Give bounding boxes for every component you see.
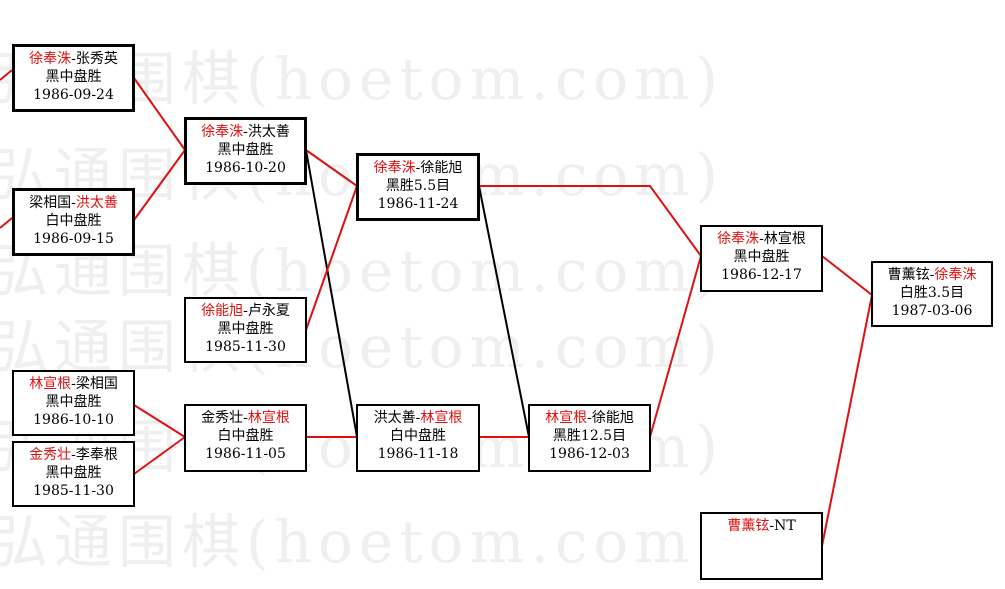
game-box-g12[interactable]: 曹薰铉-徐奉洙 白胜3.5目 1987-03-06 (871, 261, 993, 327)
game-box-g2[interactable]: 梁相国-洪太善 白中盘胜 1986-09-15 (12, 188, 135, 256)
game-result: 黑胜5.5目 (385, 178, 451, 194)
player-2: 徐能旭 (420, 160, 463, 176)
separator: - (243, 303, 248, 319)
game-date: 1986-11-24 (377, 196, 459, 212)
connector-g8-g10 (478, 185, 530, 438)
connector-g5-g7 (133, 404, 186, 438)
player-1: 金秀壮 (29, 447, 72, 463)
game-box-g9[interactable]: 洪太善-林宣根 白中盘胜 1986-11-18 (356, 404, 480, 472)
player-1: 徐奉洙 (717, 231, 760, 247)
game-date: 1987-03-06 (891, 303, 973, 319)
game-result: 黑中盘胜 (45, 394, 102, 410)
separator: - (71, 195, 76, 211)
connector-g10-g11 (649, 255, 702, 438)
player-2: NT (774, 518, 796, 534)
player-2: 林宣根 (763, 231, 806, 247)
player-2: 张秀英 (75, 51, 118, 67)
player-1: 梁相国 (29, 195, 72, 211)
game-result: 黑胜12.5目 (552, 428, 627, 444)
game-box-g11[interactable]: 徐奉洙-林宣根 黑中盘胜 1986-12-17 (700, 225, 823, 292)
game-date: 1986-10-10 (33, 412, 114, 428)
separator: - (71, 51, 76, 67)
player-2: 林宣根 (247, 410, 290, 426)
connector-g2-g3 (133, 149, 186, 221)
game-result: 黑中盘胜 (45, 69, 102, 85)
game-box-g10[interactable]: 林宣根-徐能旭 黑胜12.5目 1986-12-03 (528, 404, 651, 472)
player-2: 洪太善 (247, 124, 290, 140)
separator: - (587, 410, 592, 426)
game-box-g1[interactable]: 徐奉洙-张秀英 黑中盘胜 1986-09-24 (12, 44, 135, 112)
player-1: 金秀壮 (201, 410, 244, 426)
player-2: 林宣根 (420, 410, 463, 426)
separator: - (415, 410, 421, 426)
game-box-g4[interactable]: 徐能旭-卢永夏 黑中盘胜 1985-11-30 (184, 297, 307, 363)
game-date: 1985-11-30 (205, 339, 286, 355)
player-2: 徐能旭 (591, 410, 634, 426)
game-date: 1986-11-18 (377, 446, 459, 462)
player-2: 梁相国 (75, 376, 118, 392)
player-1: 林宣根 (545, 410, 588, 426)
player-1: 徐奉洙 (201, 124, 244, 140)
player-1: 徐能旭 (201, 303, 244, 319)
connector-g4-g8 (305, 185, 358, 331)
game-date: 1986-10-20 (205, 160, 286, 176)
separator: - (243, 410, 248, 426)
connector-g11-g12 (821, 255, 873, 296)
player-2: 洪太善 (75, 195, 118, 211)
game-date: 1986-12-17 (721, 267, 802, 283)
separator: - (415, 160, 421, 176)
game-date: 1986-12-03 (549, 446, 630, 462)
game-result: 白中盘胜 (390, 428, 446, 444)
game-result: 黑中盘胜 (45, 465, 102, 481)
player-1: 曹薰铉 (887, 267, 930, 283)
game-result: 白中盘胜 (45, 213, 102, 229)
game-result: 黑中盘胜 (217, 142, 274, 158)
game-result: 黑中盘胜 (217, 321, 274, 337)
player-1: 林宣根 (29, 376, 72, 392)
player-2: 卢永夏 (247, 303, 290, 319)
connector-g13-g12 (821, 294, 873, 547)
game-result: 黑中盘胜 (733, 249, 790, 265)
game-box-g5[interactable]: 林宣根-梁相国 黑中盘胜 1986-10-10 (12, 370, 135, 436)
game-date: 1986-09-24 (33, 87, 114, 103)
separator: - (71, 447, 76, 463)
player-2: 李奉根 (75, 447, 118, 463)
player-1: 曹薰铉 (727, 518, 770, 534)
separator: - (243, 124, 248, 140)
stub-line-g2 (0, 217, 13, 229)
player-1: 洪太善 (373, 410, 416, 426)
game-date: 1986-11-05 (205, 446, 286, 462)
game-result: 白胜3.5目 (899, 285, 965, 301)
stub-line-g1 (0, 69, 13, 81)
connector-g3-g8 (305, 149, 358, 187)
separator: - (759, 231, 764, 247)
player-2: 徐奉洙 (934, 267, 977, 283)
game-date: 1986-09-15 (33, 231, 114, 247)
game-box-g6[interactable]: 金秀壮-李奉根 黑中盘胜 1985-11-30 (12, 441, 135, 507)
separator: - (929, 267, 935, 283)
game-box-g8[interactable]: 徐奉洙-徐能旭 黑胜5.5目 1986-11-24 (356, 153, 480, 221)
connector-g1-g3 (133, 77, 186, 151)
separator: - (769, 518, 775, 534)
connector-g8-g11 (479, 185, 702, 257)
separator: - (71, 376, 76, 392)
game-result: 白中盘胜 (217, 428, 274, 444)
connector-g3-g9 (305, 149, 358, 438)
game-box-g3[interactable]: 徐奉洙-洪太善 黑中盘胜 1986-10-20 (184, 117, 307, 185)
game-box-g7[interactable]: 金秀壮-林宣根 白中盘胜 1986-11-05 (184, 404, 307, 472)
game-date: 1985-11-30 (33, 483, 114, 499)
game-box-g13[interactable]: 曹薰铉-NT (700, 512, 823, 580)
connector-g6-g7 (133, 436, 186, 475)
player-1: 徐奉洙 (29, 51, 72, 67)
player-1: 徐奉洙 (373, 160, 416, 176)
